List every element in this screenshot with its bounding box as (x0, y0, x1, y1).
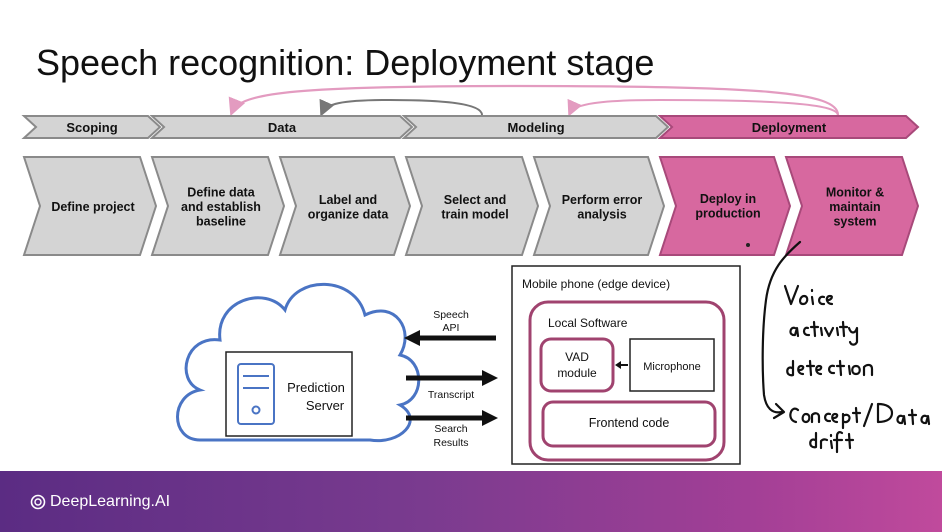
deployment-diagram: Scoping Data Modeling Deployment Define pro… (21, 84, 931, 465)
step-label-3-line-2: organize data (308, 207, 390, 221)
stage-chevron-data (149, 115, 414, 139)
brand-name: DeepLearning.AI (50, 493, 171, 510)
server-icon (237, 363, 275, 425)
speech-api-arrow (404, 330, 496, 346)
step-label-1-line-1: Define project (51, 200, 135, 214)
vad-label-2: module (557, 366, 597, 380)
stage-label-scoping: Scoping (66, 120, 117, 135)
search-results-label-2: Results (433, 437, 468, 449)
slide-title: Speech recognition: Deployment stage (36, 42, 655, 83)
stage-chevron-modeling (401, 115, 670, 139)
step-label-2-line-3: baseline (196, 215, 246, 229)
mic-to-vad-arrow (615, 361, 628, 369)
stage-label-modeling: Modeling (507, 120, 564, 135)
footer-bar (0, 471, 942, 532)
frontend-code-box (541, 400, 717, 448)
stage-label-data: Data (268, 120, 297, 135)
stage-label-deployment: Deployment (752, 120, 827, 135)
step-chevron-1 (22, 156, 158, 256)
step-label-7-line-1: Monitor & (826, 186, 884, 200)
local-software-label: Local Software (548, 316, 628, 330)
loop-arrow-deployment-to-modeling (567, 98, 839, 117)
step-label-7-line-3: system (833, 215, 876, 229)
loop-arrow-modeling-to-data (319, 98, 483, 117)
vad-label-1: VAD (565, 350, 589, 364)
dot-mark (746, 243, 750, 247)
step-label-6-line-2: production (695, 206, 760, 220)
search-results-label-1: Search (434, 423, 467, 435)
stage-chevron-scoping (21, 115, 162, 139)
loop-arrow-deployment-to-data (228, 84, 840, 117)
step-label-5-line-1: Perform error (562, 193, 643, 207)
step-label-3-line-1: Label and (319, 193, 377, 207)
brand-logo: DeepLearning.AI (30, 493, 170, 511)
microphone-box (629, 338, 715, 392)
step-label-2-line-2: and establish (181, 200, 261, 214)
server-label-line-2: Server (306, 398, 345, 413)
step-label-4-line-2: train model (441, 207, 508, 221)
step-label-4-line-1: Select and (444, 193, 507, 207)
transcript-label: Transcript (428, 389, 474, 401)
search-results-arrow (406, 410, 498, 426)
step-chevron-2 (150, 156, 286, 256)
server-label-line-1: Prediction (287, 380, 345, 395)
stage-chevron-deployment (657, 115, 920, 139)
step-label-7-line-2: maintain (829, 200, 880, 214)
step-chevron-7 (784, 156, 920, 256)
step-label-5-line-2: analysis (577, 207, 626, 221)
speech-api-label-1: Speech (433, 309, 469, 321)
speech-api-label-2: API (443, 322, 460, 334)
step-chevron-3 (278, 156, 412, 256)
step-chevron-6 (658, 156, 792, 256)
step-chevron-4 (404, 156, 540, 256)
microphone-label: Microphone (643, 361, 700, 373)
step-chevron-5 (532, 156, 666, 256)
deeplearning-logo-icon (30, 494, 46, 510)
transcript-arrow (406, 370, 498, 386)
vad-module-box (539, 337, 615, 393)
frontend-code-label: Frontend code (589, 416, 670, 430)
handwritten-annotation (761, 240, 931, 454)
step-label-2-line-1: Define data (187, 186, 255, 200)
step-label-6-line-1: Deploy in (700, 192, 756, 206)
mobile-phone-title: Mobile phone (edge device) (522, 277, 670, 291)
